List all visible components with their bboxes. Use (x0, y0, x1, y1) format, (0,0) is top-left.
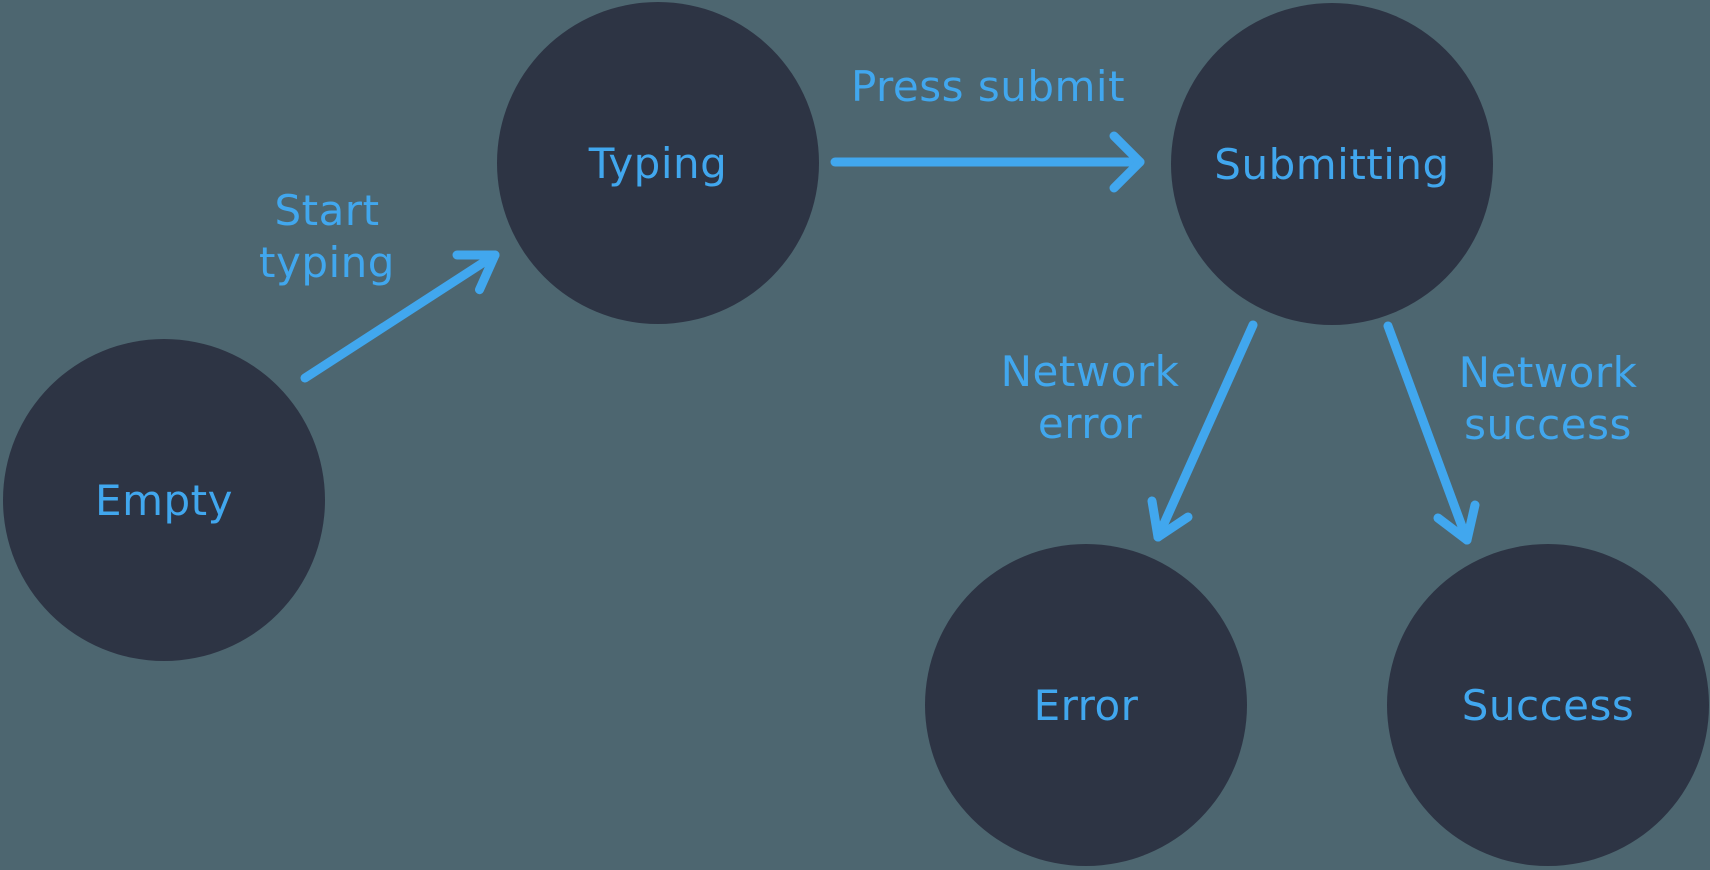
state-node-empty: Empty (3, 339, 325, 661)
state-node-success: Success (1387, 544, 1709, 866)
transition-label-start-typing: Start typing (259, 186, 395, 287)
arrow-shaft (1153, 320, 1258, 542)
state-label-error: Error (1033, 680, 1139, 730)
arrow-shaft (1383, 321, 1472, 545)
arrowhead-icon (1147, 496, 1193, 542)
state-node-typing: Typing (497, 2, 819, 324)
state-label-typing: Typing (588, 138, 728, 188)
transition-label-press-submit: Press submit (850, 62, 1126, 111)
transition-label-network-success: Network success (1458, 348, 1638, 449)
arrowhead-icon (452, 250, 500, 295)
arrow-network-error (1147, 320, 1258, 542)
state-label-submitting: Submitting (1214, 139, 1450, 189)
state-label-success: Success (1461, 680, 1635, 730)
arrowhead-icon (1433, 500, 1480, 545)
transition-label-network-error: Network error (1000, 347, 1180, 448)
state-node-error: Error (925, 544, 1247, 866)
arrow-start-typing (300, 250, 500, 383)
arrow-network-success (1383, 321, 1480, 545)
arrow-shaft (300, 250, 500, 383)
state-node-submitting: Submitting (1171, 3, 1493, 325)
state-label-empty: Empty (95, 475, 233, 525)
arrow-press-submit (830, 131, 1145, 193)
arrowhead-icon (1109, 131, 1145, 193)
